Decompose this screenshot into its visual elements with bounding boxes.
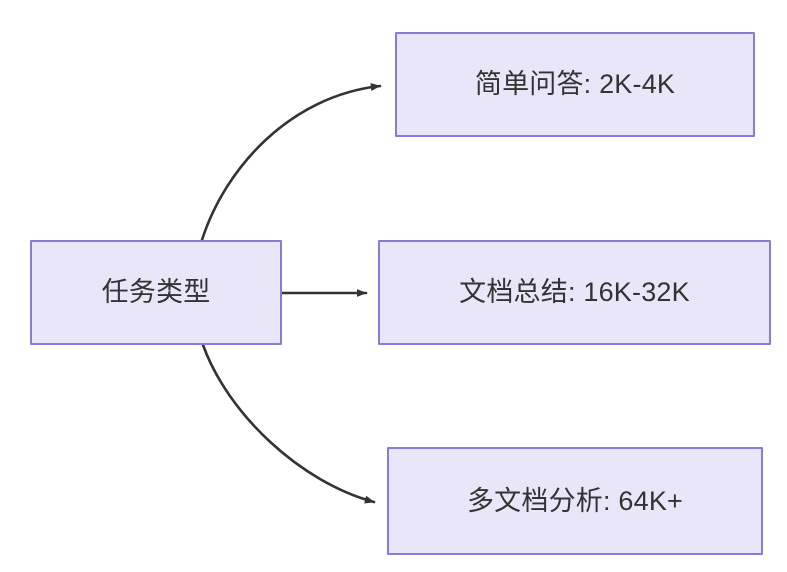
node-multi-doc-label: 多文档分析: 64K+ [466, 485, 683, 516]
node-simple-qa-label: 简单问答: 2K-4K [474, 69, 676, 100]
node-task-type-label: 任务类型 [101, 277, 211, 308]
node-doc-summary-label: 文档总结: 16K-32K [459, 277, 690, 308]
node-multi-doc[interactable]: 多文档分析: 64K+ [387, 447, 763, 555]
node-doc-summary[interactable]: 文档总结: 16K-32K [378, 240, 771, 345]
edge-source-to-multi-doc [201, 343, 376, 504]
node-task-type[interactable]: 任务类型 [30, 240, 282, 345]
node-simple-qa[interactable]: 简单问答: 2K-4K [395, 32, 755, 137]
edge-source-to-simple-qa [200, 83, 382, 242]
